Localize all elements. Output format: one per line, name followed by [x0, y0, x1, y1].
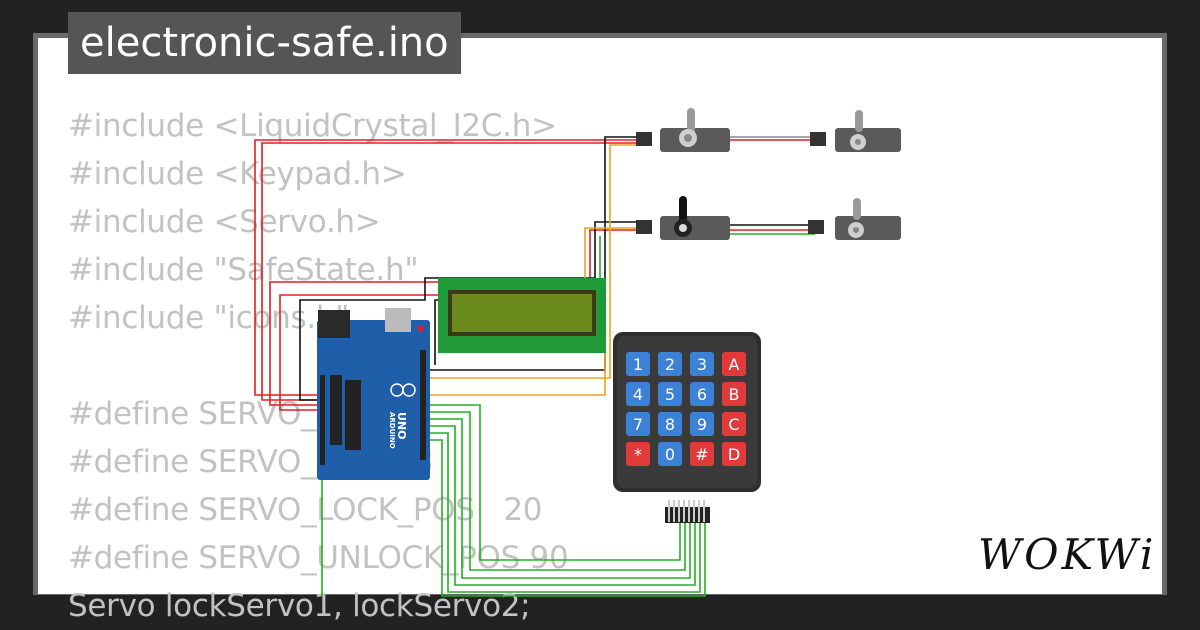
keypad-key-label: D	[728, 445, 740, 464]
arduino-uno-board: ARDUINO UNO	[317, 308, 430, 480]
code-line: #include <LiquidCrystal_I2C.h>	[68, 108, 557, 144]
code-line: #define SERVO_LOCK_POS 20	[68, 492, 543, 528]
keypad-key-label: C	[728, 415, 739, 434]
wire-green-k2	[425, 411, 686, 571]
keypad-key-label: 8	[665, 415, 675, 434]
wire-green-k1	[425, 404, 681, 561]
keypad-key[interactable]: 0	[658, 442, 682, 466]
keypad-key[interactable]: 3	[690, 352, 714, 376]
keypad-key[interactable]: 4	[626, 382, 650, 406]
keypad-key-label: 0	[665, 445, 675, 464]
keypad-key-label: 3	[697, 355, 707, 374]
arduino-brand-label: ARDUINO	[388, 412, 396, 449]
keypad-key-label: 7	[633, 415, 643, 434]
keypad-key-label: 1	[633, 355, 643, 374]
keypad-key[interactable]: 8	[658, 412, 682, 436]
keypad-key[interactable]: 6	[690, 382, 714, 406]
keypad-pin	[673, 500, 675, 522]
wire-orange-2	[428, 144, 640, 379]
lcd-screen	[452, 294, 592, 332]
keypad-key-label: A	[729, 355, 740, 374]
file-title: electronic-safe.ino	[68, 12, 461, 74]
keypad-pin	[693, 500, 695, 522]
keypad-4x4: 1 2 3 A 4 5 6 B 7 8 9 C * 0 # D	[613, 332, 761, 523]
code-line: Servo lockServo1, lockServo2;	[68, 588, 531, 624]
wokwi-logo: WOKWi	[978, 530, 1157, 579]
keypad-key-label: 5	[665, 385, 675, 404]
wire-green-k3	[425, 418, 691, 579]
servo-top-left	[636, 108, 730, 152]
keypad-key-label: 6	[697, 385, 707, 404]
keypad-pin	[688, 500, 690, 522]
arduino-model-label: UNO	[395, 412, 408, 440]
wire-red-2	[261, 142, 640, 401]
keypad-keys: 1 2 3 A 4 5 6 B 7 8 9 C * 0 # D	[626, 352, 746, 466]
wire-black-2	[299, 221, 640, 401]
code-line: #include <Servo.h>	[68, 204, 381, 240]
keypad-key[interactable]: *	[626, 442, 650, 466]
lcd-display	[438, 278, 606, 353]
keypad-pin	[678, 500, 680, 522]
keypad-key[interactable]: 9	[690, 412, 714, 436]
keypad-pin	[698, 500, 700, 522]
wire-green-k6	[425, 439, 706, 597]
keypad-key[interactable]: #	[690, 442, 714, 466]
keypad-key[interactable]: 2	[658, 352, 682, 376]
servo-top-right	[810, 110, 901, 152]
wire-red-4	[279, 294, 440, 411]
keypad-key[interactable]: 5	[658, 382, 682, 406]
servo-mid-left	[636, 196, 730, 240]
keypad-key[interactable]: D	[722, 442, 746, 466]
keypad-key-label: B	[729, 385, 740, 404]
wire-red-1	[254, 139, 640, 396]
circuit-diagram: ARDUINO UNO 1 2 3 A 4 5 6 B 7 8 9 C * 0 # D	[254, 108, 901, 597]
code-line: #define SERVO_UNLOCK_POS 90	[68, 540, 569, 576]
keypad-key-label: #	[695, 445, 708, 464]
keypad-pin	[683, 500, 685, 522]
wire-red-3	[269, 229, 640, 406]
keypad-key-label: 2	[665, 355, 675, 374]
keypad-key[interactable]: A	[722, 352, 746, 376]
keypad-key[interactable]: B	[722, 382, 746, 406]
keypad-key[interactable]: 1	[626, 352, 650, 376]
code-line: #include "SafeState.h"	[68, 252, 419, 288]
keypad-pin	[668, 500, 670, 522]
keypad-key-label: 9	[697, 415, 707, 434]
servo-mid-right	[808, 198, 901, 240]
wire-green-k4	[425, 425, 696, 586]
keypad-key[interactable]: 7	[626, 412, 650, 436]
keypad-pin	[703, 500, 705, 522]
code-line: #include <Keypad.h>	[68, 156, 407, 192]
wire-green-k5	[425, 432, 701, 593]
keypad-pins	[668, 500, 705, 522]
preview-card: #include <LiquidCrystal_I2C.h> #include …	[38, 38, 1162, 624]
keypad-key[interactable]: C	[722, 412, 746, 436]
keypad-key-label: 4	[633, 385, 643, 404]
keypad-key-label: *	[634, 445, 642, 464]
